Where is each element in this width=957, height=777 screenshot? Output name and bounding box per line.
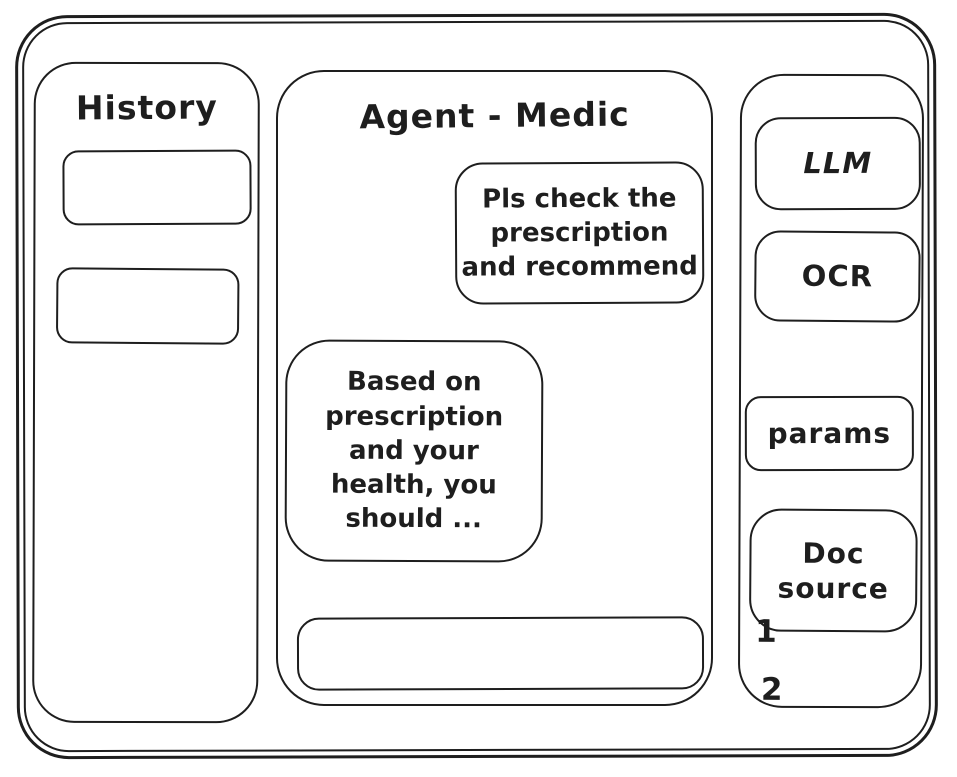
history-title: History — [75, 87, 218, 128]
assistant-message-bubble: Based on prescription and your health, y… — [284, 339, 544, 563]
llm-button[interactable]: LLM — [754, 116, 921, 211]
history-panel: History — [32, 61, 260, 724]
tools-panel: LLM OCR params Doc source 1 2 — [737, 73, 925, 709]
chat-input[interactable] — [296, 616, 705, 691]
doc-source-item-2[interactable]: 2 — [760, 671, 783, 708]
params-button[interactable]: params — [744, 395, 914, 472]
chat-panel: Agent - Medic Pls check the prescription… — [276, 70, 713, 706]
doc-source-item-1[interactable]: 1 — [755, 613, 777, 650]
history-item[interactable] — [55, 267, 240, 345]
ocr-button[interactable]: OCR — [754, 230, 921, 323]
chat-title: Agent - Medic — [359, 94, 630, 137]
user-message-bubble: Pls check the prescription and recommend — [454, 161, 705, 305]
history-item[interactable] — [62, 149, 252, 226]
